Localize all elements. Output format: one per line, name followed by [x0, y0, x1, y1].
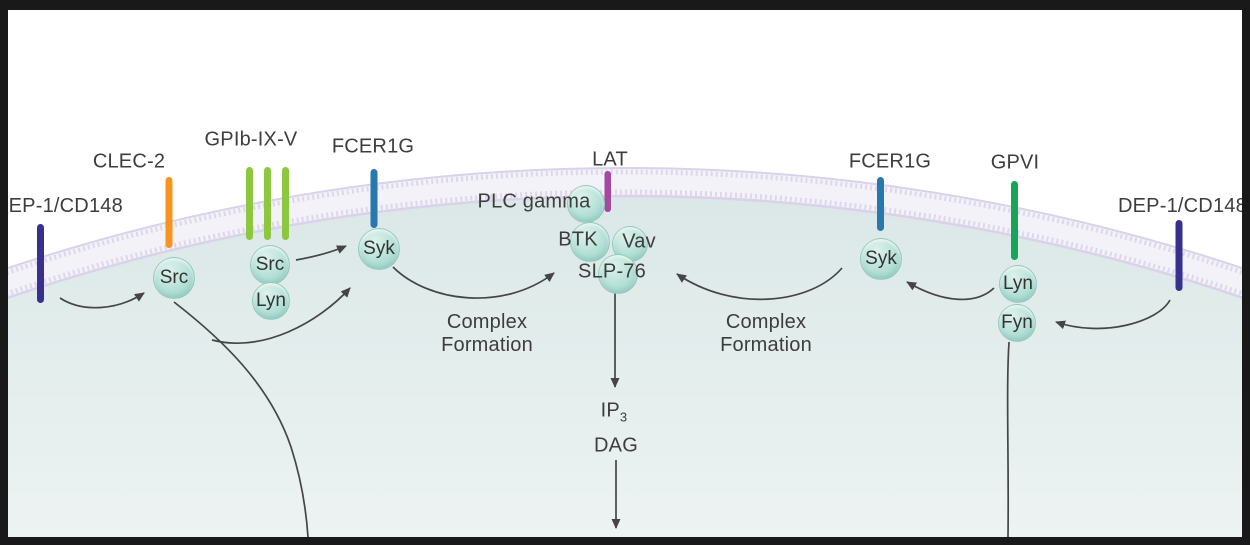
- protein-circle-plc-gamma: [567, 185, 605, 223]
- receptor-bar-dep1-right: [1175, 220, 1183, 291]
- annotation-complex-left-line2: Formation: [441, 334, 533, 356]
- pathway-diagram-canvas: Src Src Lyn Syk Syk Lyn Fyn PLC gamma BT…: [8, 10, 1242, 537]
- arrow-src-gpib-to-syk: [295, 245, 347, 261]
- receptor-label-fcer1g-right: FCER1G: [848, 150, 932, 173]
- receptor-label-fcer1g-left: FCER1G: [331, 135, 415, 158]
- protein-label-syk-left: Syk: [363, 238, 395, 259]
- cell-interior: [8, 195, 1242, 537]
- receptor-bar-gpib-2: [264, 167, 271, 240]
- annotation-complex-formation-right: Complex Formation: [720, 311, 812, 357]
- protein-circle-slp76: [598, 254, 638, 294]
- annotation-complex-left-line1: Complex: [446, 311, 528, 333]
- diagram-graphics-layer: [8, 167, 1242, 537]
- protein-circle-lyn-right: Lyn: [999, 265, 1037, 303]
- protein-label-src-gpib: Src: [255, 254, 285, 275]
- protein-circle-src-clec2: Src: [153, 257, 195, 299]
- arrow-lower-branch-to-syk: [211, 287, 351, 344]
- protein-circle-fyn: Fyn: [998, 304, 1036, 342]
- protein-label-slp76: SLP-76: [578, 260, 646, 283]
- arrow-dep1-left-to-src: [59, 292, 145, 309]
- protein-circle-syk-left: Syk: [358, 228, 400, 270]
- receptor-bar-fcer1g-left: [370, 169, 378, 228]
- receptor-label-gpvi: GPVI: [990, 151, 1040, 174]
- receptor-bar-gpib-1: [246, 167, 253, 240]
- protein-circle-btk: [570, 222, 610, 262]
- protein-label-btk: BTK: [558, 228, 598, 251]
- receptor-bar-fcer1g-right: [877, 177, 884, 231]
- arrow-lyn-right-to-syk: [906, 281, 995, 301]
- protein-label-syk-right: Syk: [865, 248, 897, 269]
- protein-circle-src-gpib: Src: [250, 245, 290, 285]
- protein-circle-lyn-gpib: Lyn: [252, 282, 290, 320]
- line-src-clec2-down: [173, 301, 309, 537]
- arrow-syk-left-to-slp76: [392, 266, 555, 299]
- receptor-label-dep1-right: DEP-1/CD148: [1118, 195, 1242, 217]
- receptor-label-dep1-left: DEP-1/CD148: [8, 195, 123, 217]
- protein-label-src-clec2: Src: [159, 267, 189, 288]
- metabolite-label-dag: DAG: [594, 434, 638, 457]
- annotation-complex-right-line2: Formation: [720, 334, 812, 356]
- protein-circle-syk-right: Syk: [860, 238, 902, 280]
- arrow-dep1-right-to-fyn: [1055, 299, 1171, 330]
- ip3-base-text: IP: [600, 399, 620, 422]
- line-fyn-down: [1006, 341, 1010, 537]
- receptor-label-lat: LAT: [592, 148, 628, 171]
- protein-label-fyn: Fyn: [1001, 312, 1033, 333]
- receptor-bar-gpvi: [1011, 181, 1018, 260]
- receptor-bar-lat: [604, 171, 611, 212]
- receptor-bar-gpib-3: [282, 167, 289, 240]
- receptor-bar-dep1-left: [37, 224, 44, 303]
- ip3-subscript: 3: [619, 409, 628, 425]
- annotation-complex-right-line1: Complex: [725, 311, 807, 333]
- protein-label-vav: Vav: [622, 230, 656, 253]
- protein-label-lyn-right: Lyn: [1003, 273, 1033, 294]
- protein-label-lyn-gpib: Lyn: [256, 290, 286, 311]
- annotation-complex-formation-left: Complex Formation: [441, 311, 533, 357]
- receptor-label-clec2: CLEC-2: [92, 150, 166, 173]
- arrow-syk-right-to-slp76: [676, 267, 843, 301]
- receptor-label-gpib: GPIb-IX-V: [204, 128, 298, 151]
- receptor-bar-clec2: [165, 177, 173, 248]
- protein-label-plc-gamma: PLC gamma: [477, 190, 591, 213]
- metabolite-label-ip3: IP3: [601, 400, 628, 425]
